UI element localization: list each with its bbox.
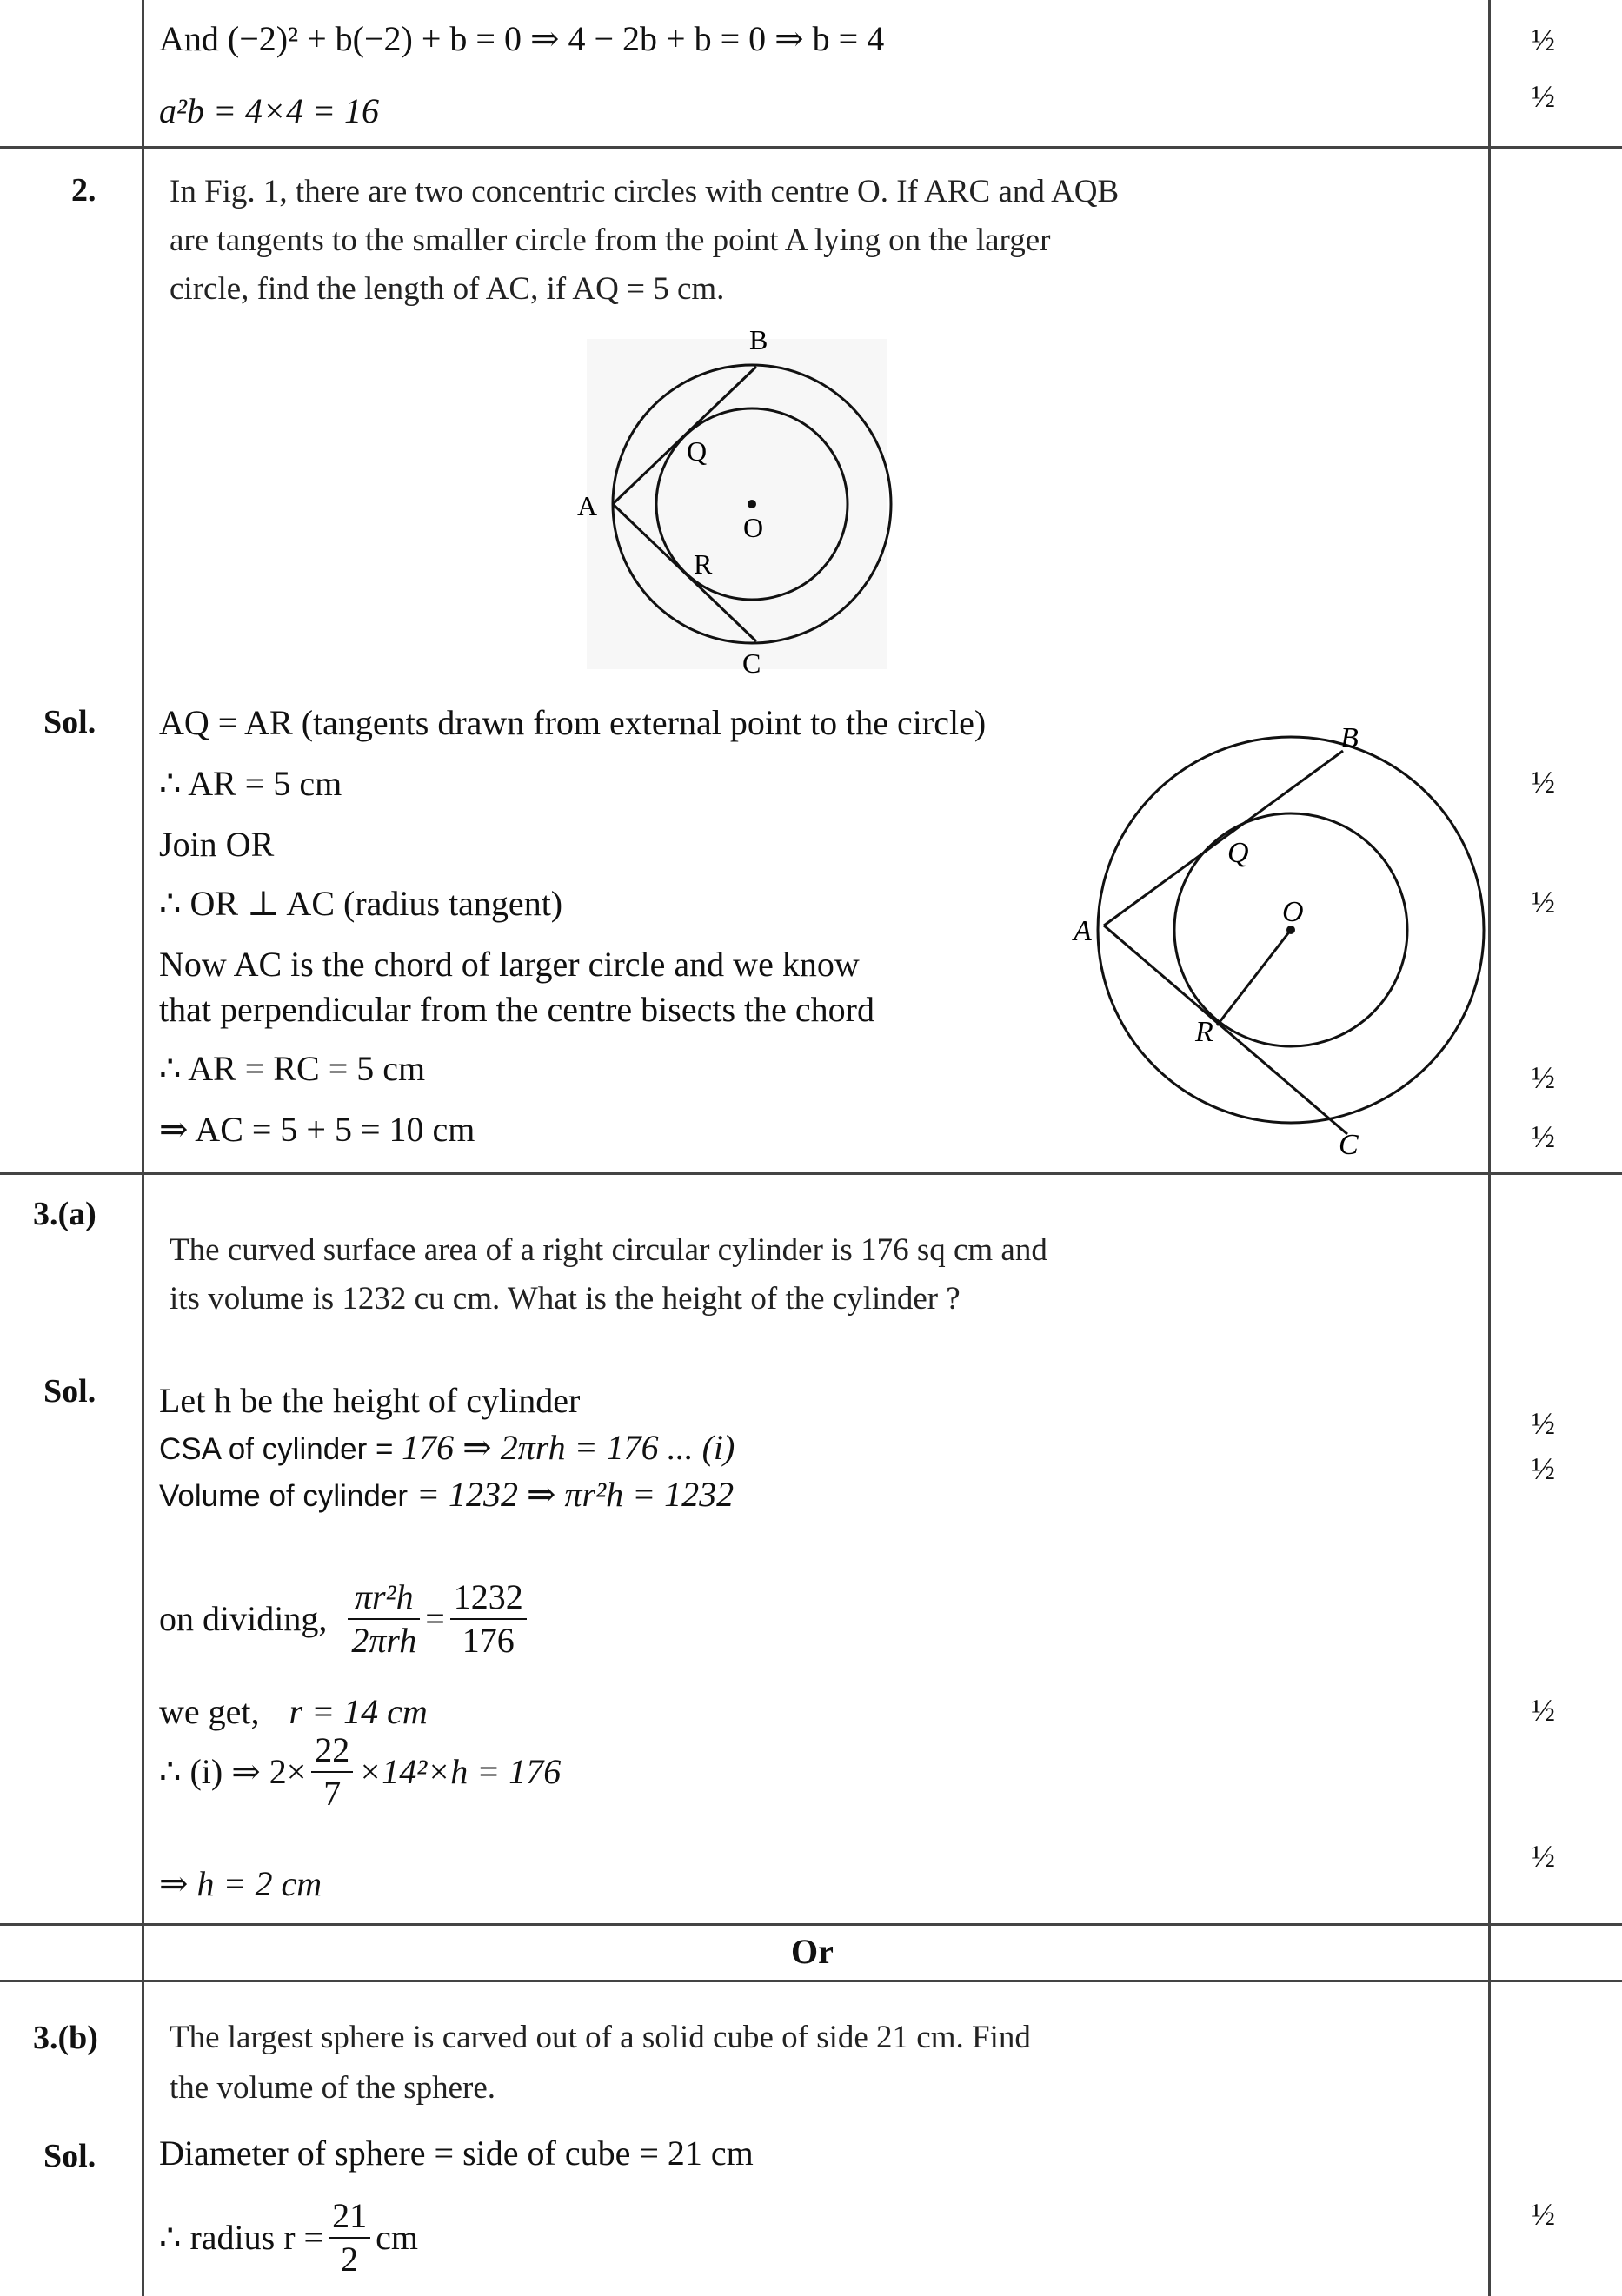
question-number: 3.(a) <box>33 1196 96 1232</box>
row-divider <box>0 1923 1622 1926</box>
solution-line: CSA of cylinder = 176 ⇒ 2πrh = 176 ... (… <box>159 1430 735 1465</box>
division-label: on dividing, <box>159 1599 328 1638</box>
radius-line: ∴ radius r = 21 2 cm <box>159 2196 418 2279</box>
division-fraction-rhs: 1232 176 <box>449 1580 527 1658</box>
solution-label: Sol. <box>43 2138 96 2174</box>
solution-line: Let h be the height of cylinder <box>159 1381 581 1420</box>
question-text: The largest sphere is carved out of a so… <box>170 2020 1031 2055</box>
solution-line: ∴ AR = 5 cm <box>159 764 342 803</box>
mark: ½ <box>1532 885 1555 919</box>
question-text: the volume of the sphere. <box>170 2070 496 2106</box>
solution-label: Sol. <box>43 1373 96 1410</box>
solution-line: ⇒ AC = 5 + 5 = 10 cm <box>159 1110 475 1149</box>
solution-figure: B Q O A R C <box>1072 722 1486 1161</box>
fig1-label-b: B <box>749 324 768 355</box>
solution-line: Volume of cylinder = 1232 ⇒ πr²h = 1232 <box>159 1477 734 1512</box>
question-text: circle, find the length of AC, if AQ = 5… <box>170 271 725 307</box>
fig1-concentric-circles: B Q A O R C <box>577 324 893 679</box>
csa-label: CSA of cylinder = <box>159 1432 402 1466</box>
mark: ½ <box>1532 1839 1555 1874</box>
equation-line: And (−2)² + b(−2) + b = 0 ⇒ 4 − 2b + b =… <box>159 19 885 58</box>
mark: ½ <box>1532 23 1555 57</box>
fig1-label-a: A <box>577 490 597 521</box>
radius-value: r = 14 cm <box>289 1692 428 1731</box>
solution-line: Now AC is the chord of larger circle and… <box>159 945 860 984</box>
question-text: In Fig. 1, there are two concentric circ… <box>170 174 1120 209</box>
solution-line: Join OR <box>159 825 275 864</box>
solution-label: Sol. <box>43 704 96 740</box>
solution-line: we get,r = 14 cm <box>159 1692 428 1731</box>
row-divider <box>0 1172 1622 1175</box>
solution-line: that perpendicular from the centre bisec… <box>159 990 874 1029</box>
solution-line: ∴ OR ⊥ AC (radius tangent) <box>159 884 563 923</box>
solution-line: AQ = AR (tangents drawn from external po… <box>159 703 987 742</box>
mark: ½ <box>1532 765 1555 800</box>
solution-line: ⇒ h = 2 cm <box>159 1864 322 1903</box>
csa-equation: 176 ⇒ 2πrh = 176 ... (i) <box>402 1428 735 1467</box>
question-number: 3.(b) <box>33 2020 98 2056</box>
question-number: 2. <box>71 172 96 209</box>
volume-label: Volume of cylinder <box>159 1479 408 1513</box>
volume-equation: = 1232 ⇒ πr²h = 1232 <box>407 1475 735 1514</box>
row-divider <box>0 146 1622 149</box>
solution-line: ∴ AR = RC = 5 cm <box>159 1049 426 1088</box>
fraction-21-2: 21 2 <box>329 2199 371 2277</box>
fig1-label-c: C <box>742 647 761 679</box>
mark: ½ <box>1532 1119 1555 1154</box>
substitution-line: ∴ (i) ⇒ 2× 22 7 ×14²×h = 176 <box>159 1730 562 1813</box>
fig1-label-o: O <box>743 512 763 543</box>
column-divider-right <box>1488 0 1491 2296</box>
fig2-label-r: R <box>1194 1016 1213 1048</box>
or-separator: Or <box>791 1932 834 1971</box>
equation-line: a²b = 4×4 = 16 <box>159 91 379 130</box>
mark: ½ <box>1532 2197 1555 2232</box>
mark: ½ <box>1532 1693 1555 1728</box>
fig2-label-b: B <box>1340 722 1359 754</box>
fig2-label-o: O <box>1282 896 1304 928</box>
division-fraction-lhs: πr²h 2πrh <box>348 1580 421 1658</box>
column-divider-left <box>142 0 144 2296</box>
row-divider <box>0 1980 1622 1982</box>
question-text: The curved surface area of a right circu… <box>170 1232 1047 1268</box>
mark: ½ <box>1532 79 1555 114</box>
fig2-label-q: Q <box>1227 837 1249 869</box>
fig2-label-c: C <box>1339 1129 1359 1161</box>
fig1-label-q: Q <box>687 435 707 467</box>
mark: ½ <box>1532 1060 1555 1095</box>
question-text: its volume is 1232 cu cm. What is the he… <box>170 1281 961 1317</box>
division-line: on dividing, πr²h 2πrh = 1232 176 <box>159 1580 532 1658</box>
fig2-label-a: A <box>1072 915 1092 947</box>
fig1-label-r: R <box>694 548 713 580</box>
mark: ½ <box>1532 1451 1555 1486</box>
mark: ½ <box>1532 1406 1555 1441</box>
question-text: are tangents to the smaller circle from … <box>170 222 1051 258</box>
fraction-22-7: 22 7 <box>311 1733 354 1811</box>
solution-line: Diameter of sphere = side of cube = 21 c… <box>159 2133 754 2173</box>
